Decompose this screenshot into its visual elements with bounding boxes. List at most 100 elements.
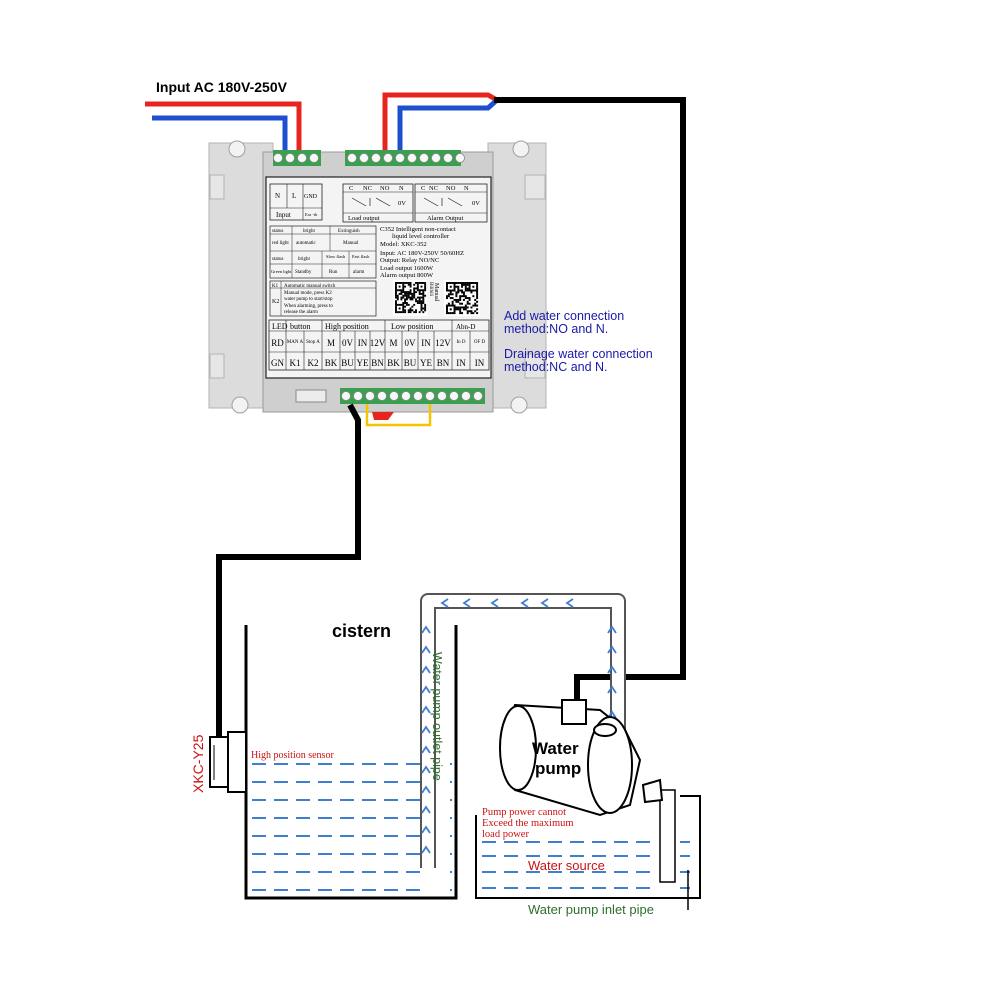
qr-module [413,296,416,299]
pin-cell: 0V [405,338,417,348]
alarm-output-label: Alarm Output [427,215,463,222]
qr-module [422,291,425,294]
qr-module [424,285,427,288]
qr-module [409,307,412,310]
sensor-wire-red [372,412,394,420]
flow-arrow [421,705,431,714]
qr-module [474,304,477,307]
qr-module [464,297,467,300]
qr-module [464,287,467,290]
pin-cell: IN [421,338,431,348]
qr-module [418,291,421,294]
flow-arrow [421,845,431,854]
qr-module [453,304,456,307]
pump-label-line1: Water [532,739,579,758]
qr-module [449,304,452,307]
qr-module [416,282,419,284]
qr-module [400,291,403,294]
bottom-terminals [341,391,483,401]
outlet-pipe-label: Water pump outlet pipe [430,652,444,781]
qr-module [415,298,417,301]
qr-module [411,296,414,299]
pin-header-button: button [290,322,310,331]
qr-module [461,302,464,305]
flow-arrow [421,625,431,634]
qr-module [457,285,460,288]
qr-module [420,307,423,310]
flow-arrow [520,598,529,608]
pump-power-warning: Pump power cannot Exceed the maximum loa… [482,807,574,840]
qr-module [413,287,416,290]
load-0v-label: 0V [398,200,406,207]
qr-module [468,287,471,290]
qr-module [453,283,456,286]
qr-module [453,282,456,284]
qr-module [447,302,450,305]
qr-module [446,308,448,311]
alarm-output-block: C NC NO N 0V Alarm Output [414,183,488,223]
qr-module [476,282,479,284]
cistern-water [252,763,452,891]
flow-arrow [421,825,431,834]
qr-module [415,287,417,290]
qr-module [418,296,421,299]
qr-module [446,312,448,315]
spec-line: liquid level controller [392,233,450,240]
qr-module [455,308,458,311]
qr-module [402,311,405,314]
pin-cell: K2 [308,358,319,368]
qr-module [422,298,425,301]
qr-module [468,289,471,292]
qr-module [476,295,479,298]
flow-arrow [607,710,617,719]
qr-module [424,283,427,286]
qr-module [395,305,397,308]
qr-module [461,285,464,288]
terminal-screw [413,391,423,401]
flow-arrow [421,805,431,814]
qr-module [453,308,456,311]
qr-module [395,309,397,312]
qr-module [409,298,412,301]
qr-module [457,287,460,290]
spec-line: Output: Relay NO/NC [380,257,440,264]
terminal-screw [353,391,363,401]
qr-module [418,282,421,284]
flow-arrow [421,665,431,674]
qr-module [404,311,407,314]
input-neutral-wire [152,115,288,158]
k1-label: K1 [272,284,279,289]
top-terminals [273,153,465,163]
status-cell: Slow flash [326,254,346,259]
qr-module [402,296,405,299]
qr-code-left [393,280,427,316]
qr-module [447,312,450,315]
qr-module [474,298,477,301]
qr-module [418,292,421,295]
qr-module [453,306,456,309]
flow-arrow [421,785,431,794]
qr-module [459,302,462,305]
qr-module [461,283,464,286]
qr-module [424,294,427,297]
qr-module [396,311,399,314]
qr-module [415,300,417,303]
qr-module [462,283,465,286]
qr-module [476,297,479,300]
qr-module [462,293,465,296]
qr-module [407,296,410,299]
qr-module [468,297,471,300]
terminal-screw [407,153,417,163]
qr-module [464,285,467,288]
terminal-screw [347,153,357,163]
qr-module [422,292,425,295]
qr-caption-left: Bilibili [428,282,433,297]
qr-module [413,294,416,297]
qr-module [418,311,421,314]
qr-module [457,282,460,284]
qr-module [402,302,405,304]
pin-header-high: High position [325,322,369,331]
qr-module [470,310,473,313]
qr-module [415,291,417,294]
qr-module [472,289,475,292]
